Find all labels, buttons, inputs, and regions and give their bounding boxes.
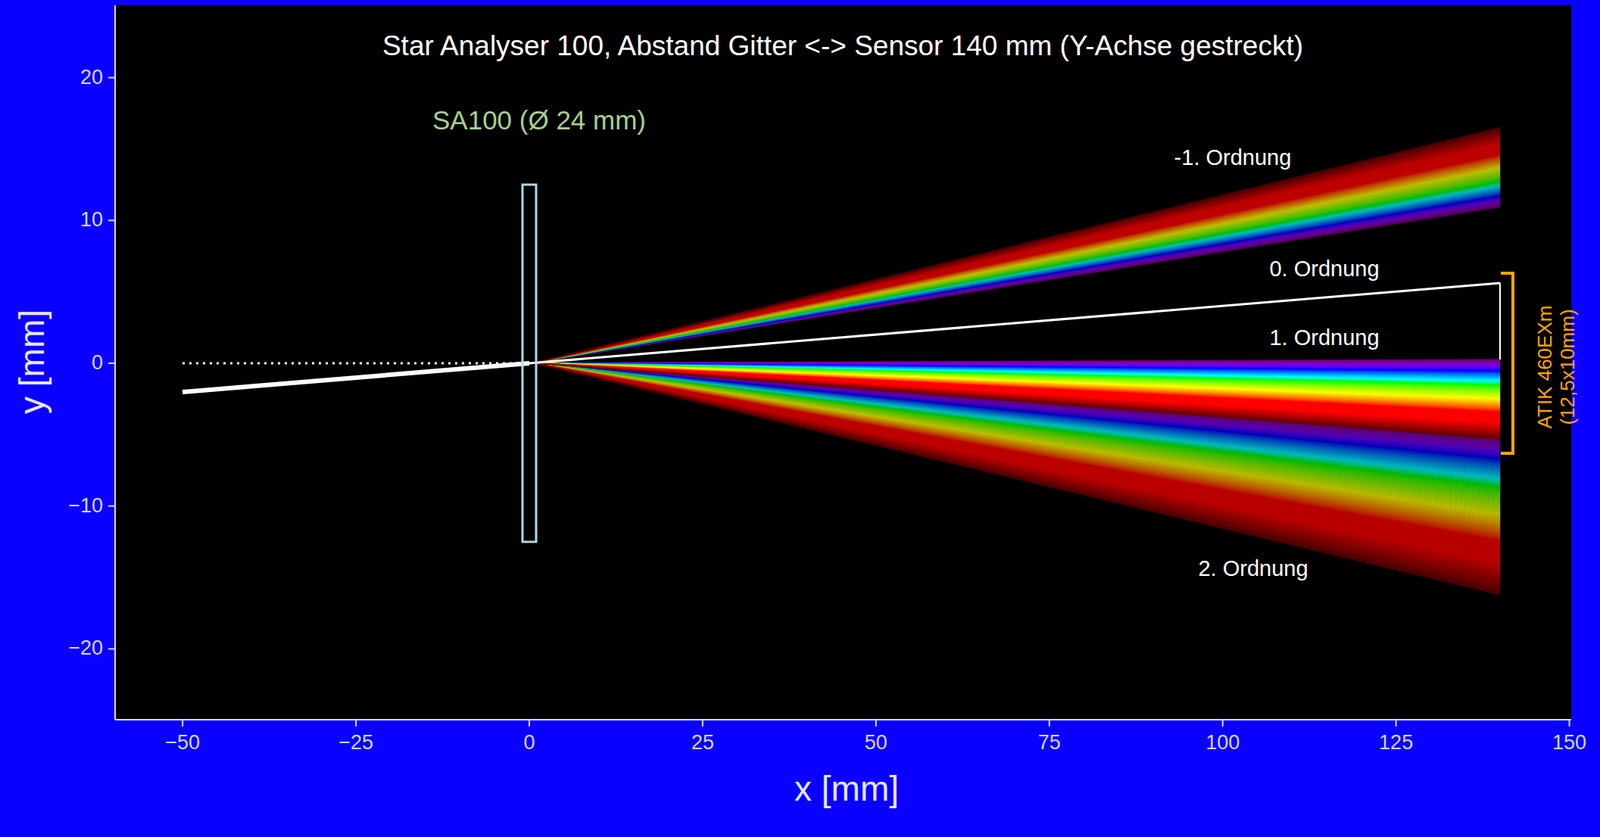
x-tick [1568, 720, 1571, 727]
tick-label: −20 [68, 637, 103, 662]
diffraction-order [533, 359, 1501, 440]
grating [522, 184, 537, 543]
spectrum-slice [533, 360, 1501, 364]
order-label: 1. Ordnung [1269, 325, 1379, 351]
spectrum-slice [533, 361, 1501, 363]
tick-label: 75 [1038, 731, 1061, 755]
spectrum-slice [533, 359, 1501, 364]
order-label: -1. Ordnung [1174, 145, 1292, 171]
spectrum-slice [533, 127, 1501, 363]
x-tick [181, 720, 184, 727]
tick-label: 0 [91, 351, 103, 375]
tick-label: 150 [1552, 731, 1587, 755]
diffraction-order [533, 363, 1501, 596]
x-tick [528, 720, 531, 727]
axis-label: x [mm] [794, 769, 899, 810]
sensor-label: ATIK 460EXm (12,5x10mm) [1534, 301, 1580, 434]
spectra [533, 127, 1501, 596]
zero-order-beam [529, 283, 1501, 364]
x-tick [1395, 720, 1398, 727]
x-tick [701, 720, 704, 727]
spectrum-slice [533, 127, 1501, 364]
tick-label: 0 [523, 731, 535, 755]
y-tick [108, 505, 116, 508]
x-tick [1222, 720, 1224, 727]
y-tick [108, 362, 116, 365]
plot-area [115, 5, 1572, 721]
tick-label: 10 [80, 208, 103, 233]
optical-axis [182, 362, 530, 365]
x-tick [875, 720, 877, 727]
spectrum-slice [533, 359, 1501, 363]
order-label: 2. Ordnung [1197, 556, 1308, 582]
x-axis-spine [115, 719, 1572, 721]
y-axis-spine [114, 5, 116, 721]
y-tick [108, 648, 116, 650]
spectrum-slice [533, 361, 1501, 364]
spectrum-slice [533, 363, 1501, 596]
axis-ticks [108, 77, 1570, 727]
spectrum-slice [533, 363, 1501, 440]
incoming-beam [182, 363, 530, 393]
tick-label: 25 [691, 731, 715, 755]
tick-label: 125 [1378, 731, 1413, 755]
x-tick [1048, 720, 1051, 727]
tick-label: −25 [338, 731, 374, 755]
tick-label: −10 [68, 494, 103, 518]
diffraction-order [533, 127, 1501, 363]
axis-label: y [mm] [12, 309, 53, 415]
sensor-bracket [1500, 273, 1513, 454]
title: Star Analyser 100, Abstand Gitter <-> Se… [382, 30, 1304, 63]
sensor-plane [1499, 283, 1501, 360]
grating-label: SA100 (Ø 24 mm) [432, 105, 646, 136]
x-tick [355, 720, 357, 727]
spectrum-slice [533, 361, 1501, 364]
tick-label: 100 [1205, 731, 1240, 755]
y-tick [108, 77, 116, 79]
spectrum-slice [533, 363, 1501, 440]
tick-label: 20 [80, 65, 103, 90]
order-label: 0. Ordnung [1269, 256, 1379, 282]
tick-label: −50 [165, 731, 200, 755]
spectrum-slice [533, 361, 1501, 363]
tick-label: 50 [864, 731, 888, 755]
y-tick [108, 219, 116, 222]
spectrum-slice [533, 360, 1501, 363]
